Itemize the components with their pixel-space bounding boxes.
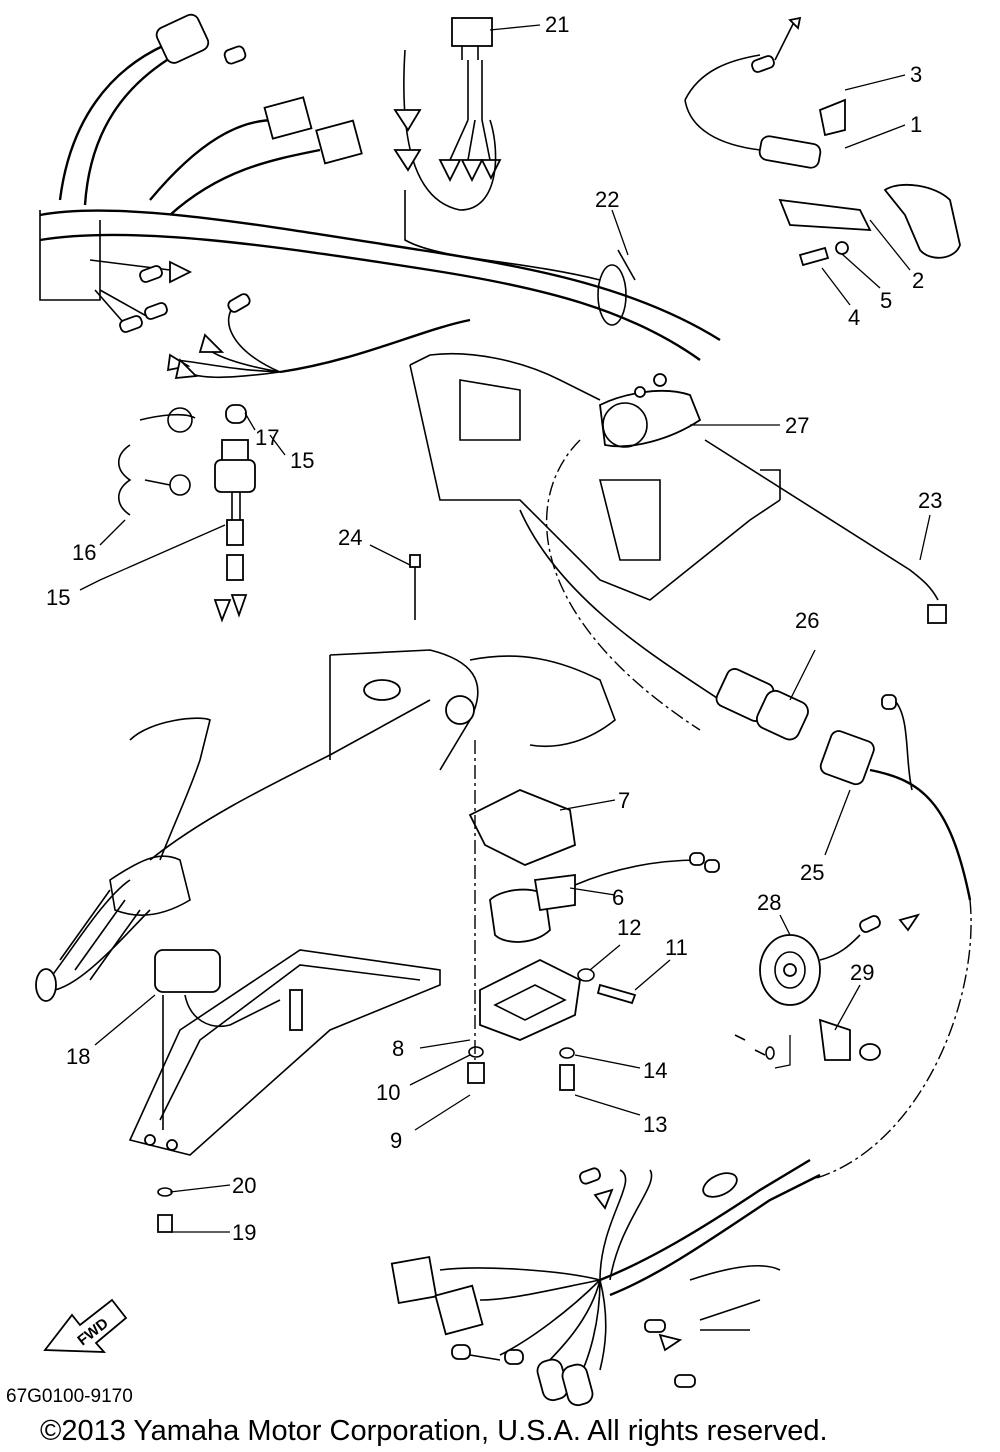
copyright-notice: ©2013 Yamaha Motor Corporation, U.S.A. A…: [40, 1415, 828, 1447]
part-24-tie: [409, 554, 421, 620]
part-label-18: 18: [66, 1044, 90, 1069]
part-label-15-lower: 15: [46, 585, 70, 610]
part-label-1: 1: [910, 112, 922, 137]
part-label-5: 5: [880, 288, 892, 313]
part-label-8: 8: [392, 1036, 404, 1061]
part-label-26: 26: [795, 608, 819, 633]
part-label-13: 13: [643, 1112, 667, 1137]
forward-direction-badge: FWD: [43, 1298, 128, 1353]
part-label-11: 11: [665, 935, 688, 960]
part-25-connector: [819, 694, 972, 901]
neutral-switch-assembly: [684, 16, 961, 267]
engine-stop-switch: [117, 404, 256, 623]
remote-control-lever: [35, 649, 616, 1002]
part-label-15-upper: 15: [290, 448, 314, 473]
part-label-20: 20: [232, 1173, 256, 1198]
part-label-7: 7: [618, 788, 630, 813]
part-label-4: 4: [848, 305, 860, 330]
part-label-2: 2: [912, 268, 924, 293]
lower-cover-plate: [128, 949, 441, 1233]
part-21-wire-lead: [393, 17, 601, 281]
drawing-code: 67G0100-9170: [6, 1386, 133, 1407]
part-label-24: 24: [338, 525, 362, 550]
part-label-9: 9: [390, 1128, 402, 1153]
part-label-16: 16: [72, 540, 96, 565]
part-label-21: 21: [545, 12, 569, 37]
part-label-22: 22: [595, 187, 619, 212]
part-23-wire: [704, 439, 947, 624]
connection-line-b: [809, 899, 972, 1181]
part-label-19: 19: [232, 1220, 256, 1245]
buzzer-assembly: [734, 913, 921, 1061]
switch-cover-assembly: [467, 740, 720, 1091]
part-label-28: 28: [757, 890, 781, 915]
remote-control-box-upper: [409, 352, 781, 601]
part-label-27: 27: [785, 413, 809, 438]
part-label-3: 3: [910, 62, 922, 87]
connection-line-a: [545, 439, 701, 731]
leader-lines: [79, 24, 931, 1233]
part-label-10: 10: [376, 1080, 400, 1105]
part-label-25: 25: [800, 860, 824, 885]
part-22-plastic-band: [597, 249, 636, 326]
main-wiring-harness: [39, 13, 721, 380]
part-label-17: 17: [255, 425, 279, 450]
lower-wiring-harness: [390, 1158, 821, 1407]
part-label-12: 12: [617, 915, 641, 940]
part-26-connector: [519, 509, 809, 741]
part-label-29: 29: [850, 960, 874, 985]
part-labels: 1 2 3 4 5 6 7 8 9 10 11 12 13 14 15 15 1…: [46, 12, 942, 1245]
part-label-6: 6: [612, 885, 624, 910]
part-label-23: 23: [918, 488, 942, 513]
part-label-14: 14: [643, 1058, 667, 1083]
